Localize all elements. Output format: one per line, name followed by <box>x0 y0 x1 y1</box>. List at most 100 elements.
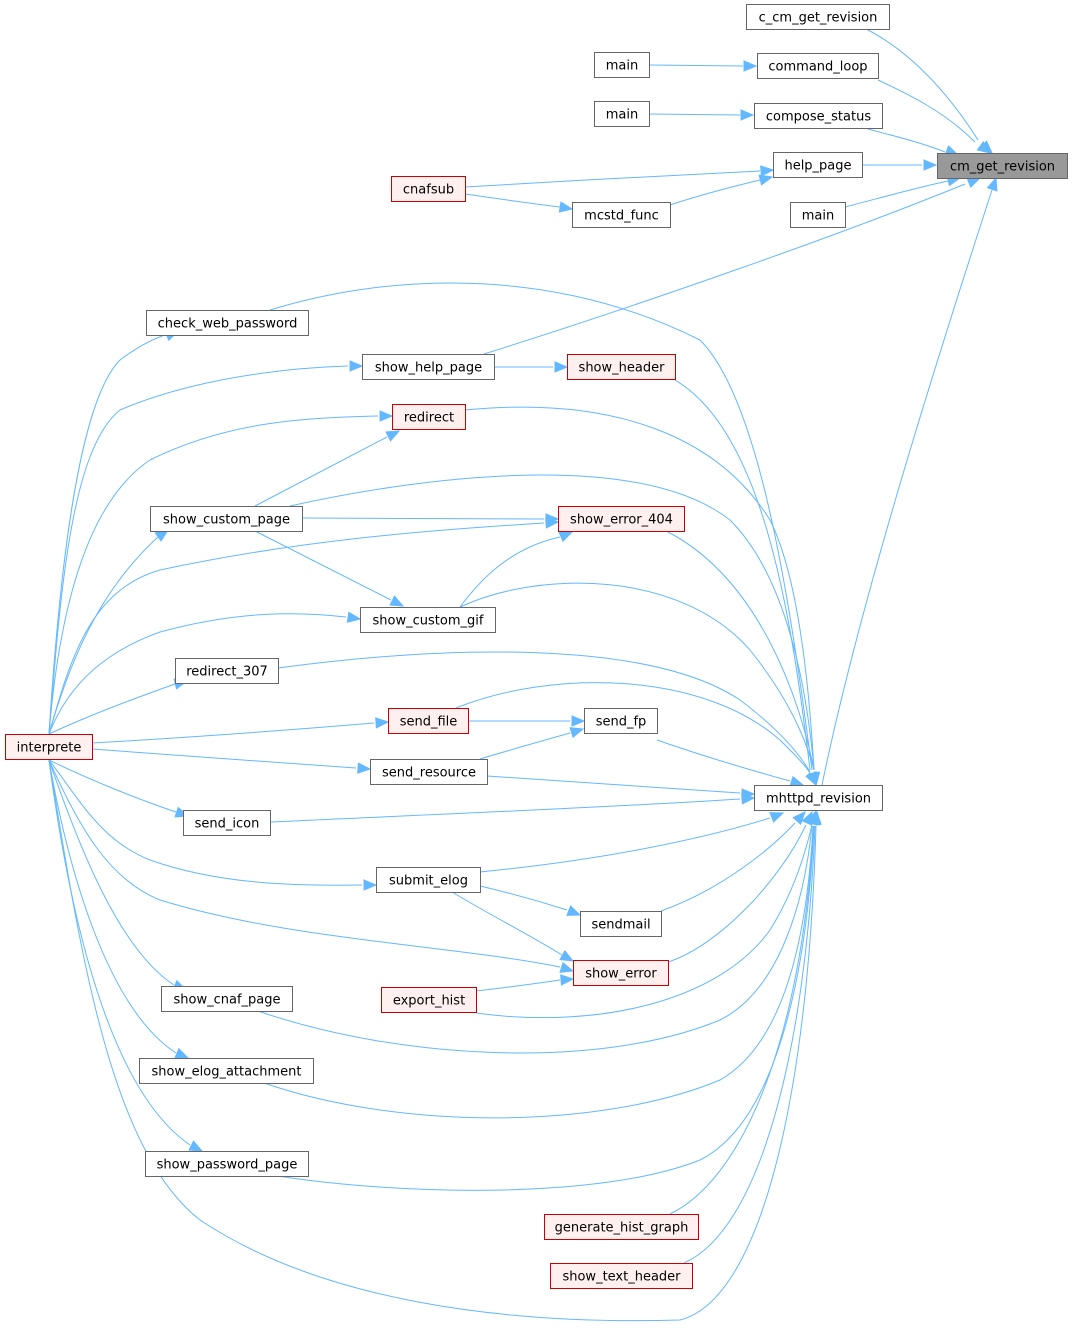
node-show-custom-page[interactable]: show_custom_page <box>150 506 303 532</box>
node-check-web-password[interactable]: check_web_password <box>146 310 309 336</box>
node-box <box>594 101 650 127</box>
node-label: redirect <box>404 411 454 426</box>
arrowhead-icon <box>569 727 585 739</box>
edge-send_file-to-mhttpd_revision <box>455 682 811 774</box>
node-main2[interactable]: main <box>594 101 650 127</box>
node-label: c_cm_get_revision <box>759 11 878 26</box>
edge-submit_elog-to-sendmail <box>479 885 568 911</box>
arrowhead-icon <box>741 793 756 805</box>
node-show-text-header[interactable]: show_text_header <box>550 1263 693 1289</box>
node-label: send_fp <box>596 715 647 730</box>
node-box <box>580 911 662 937</box>
node-box <box>183 810 271 836</box>
edge-interprete-to-show_error_404 <box>48 522 545 735</box>
node-help-page[interactable]: help_page <box>773 152 863 178</box>
node-label: send_icon <box>195 817 260 832</box>
node-show-custom-gif[interactable]: show_custom_gif <box>360 607 496 633</box>
arrowhead-icon <box>760 165 775 177</box>
node-main1[interactable]: main <box>594 52 650 78</box>
edge-submit_elog-to-show_error <box>451 891 563 956</box>
node-box <box>381 987 477 1013</box>
edge-interprete-to-show_custom_gif <box>48 613 347 735</box>
node-box <box>5 734 93 760</box>
node-box <box>388 708 469 734</box>
edge-main1-to-command_loop <box>648 64 744 67</box>
node-label: submit_elog <box>389 874 468 889</box>
edge-show_custom_gif-to-show_error_404 <box>459 536 561 608</box>
edge-interprete-to-send_resource <box>91 748 357 769</box>
node-c-cm-get-revision[interactable]: c_cm_get_revision <box>746 4 890 30</box>
node-show-error-404[interactable]: show_error_404 <box>558 506 685 532</box>
arrowhead-icon <box>558 531 574 543</box>
node-box <box>790 202 846 228</box>
edge-cnafsub-to-mcstd_func <box>464 193 561 208</box>
node-send-icon[interactable]: send_icon <box>183 810 271 836</box>
arrowhead-icon <box>743 60 758 72</box>
edge-main3-to-cm_get_revision <box>844 180 949 208</box>
node-label: send_resource <box>382 766 476 781</box>
edge-show_error_404-to-mhttpd_revision <box>667 531 815 771</box>
node-box <box>937 153 1068 179</box>
edge-show_custom_page-to-mhttpd_revision <box>289 474 815 771</box>
node-box <box>550 1263 693 1289</box>
call-graph-edges <box>48 28 993 1322</box>
node-redirect[interactable]: redirect <box>392 404 466 430</box>
edge-interprete-to-show_cnaf_page <box>48 759 175 986</box>
arrowhead-icon <box>792 811 806 826</box>
node-box <box>146 310 309 336</box>
node-box <box>150 506 303 532</box>
edge-show_help_page-to-cm_get_revision <box>483 183 966 355</box>
node-label: cnafsub <box>403 183 454 198</box>
edge-show_custom_page-to-redirect <box>254 436 388 507</box>
node-main3[interactable]: main <box>790 202 846 228</box>
node-command-loop[interactable]: command_loop <box>757 53 879 79</box>
arrowhead-icon <box>559 949 575 962</box>
edge-submit_elog-to-mhttpd_revision <box>479 817 771 873</box>
node-mcstd-func[interactable]: mcstd_func <box>572 202 671 228</box>
node-box <box>360 607 496 633</box>
node-show-help-page[interactable]: show_help_page <box>362 354 495 380</box>
node-show-header[interactable]: show_header <box>567 354 676 380</box>
arrowhead-icon <box>346 611 362 623</box>
node-box <box>392 404 466 430</box>
node-label: show_custom_page <box>163 513 290 528</box>
node-generate-hist-graph[interactable]: generate_hist_graph <box>544 1214 699 1240</box>
edge-export_hist-to-mhttpd_revision <box>475 824 813 1019</box>
node-send-resource[interactable]: send_resource <box>370 759 488 785</box>
node-show-cnaf-page[interactable]: show_cnaf_page <box>161 986 293 1012</box>
arrowhead-icon <box>363 879 378 891</box>
node-send-fp[interactable]: send_fp <box>584 708 658 734</box>
node-interprete[interactable]: interprete <box>5 734 93 760</box>
edge-send_fp-to-mhttpd_revision <box>656 739 791 782</box>
node-box <box>573 960 669 986</box>
node-box <box>544 1214 699 1240</box>
node-show-password-page[interactable]: show_password_page <box>145 1151 309 1177</box>
node-submit-elog[interactable]: submit_elog <box>376 867 481 893</box>
node-export-hist[interactable]: export_hist <box>381 987 477 1013</box>
node-label: sendmail <box>591 918 650 933</box>
edge-send_resource-to-send_fp <box>479 732 571 760</box>
edge-interprete-to-show_password_page <box>48 759 191 1146</box>
edge-show_custom_page-to-show_custom_gif <box>254 530 392 601</box>
node-compose-status[interactable]: compose_status <box>754 103 883 129</box>
arrowhead-icon <box>545 517 560 529</box>
edge-compose_status-to-cm_get_revision <box>867 128 946 153</box>
arrowhead-icon <box>789 775 805 787</box>
node-redirect-307[interactable]: redirect_307 <box>175 658 279 684</box>
node-send-file[interactable]: send_file <box>388 708 469 734</box>
node-label: command_loop <box>768 60 867 75</box>
node-cm-get-revision[interactable]: cm_get_revision <box>937 153 1068 179</box>
edge-interprete-to-show_custom_page <box>48 536 159 735</box>
node-cnafsub[interactable]: cnafsub <box>391 176 466 202</box>
arrowhead-icon <box>758 174 774 186</box>
node-show-elog-attachment[interactable]: show_elog_attachment <box>139 1058 314 1084</box>
node-show-error[interactable]: show_error <box>573 960 669 986</box>
node-label: show_text_header <box>562 1270 681 1285</box>
node-mhttpd-revision[interactable]: mhttpd_revision <box>754 785 883 811</box>
node-sendmail[interactable]: sendmail <box>580 911 662 937</box>
edge-interprete-to-mhttpd_revision <box>48 759 817 1322</box>
arrowhead-icon <box>740 109 755 121</box>
arrowhead-icon <box>349 360 364 372</box>
node-label: help_page <box>784 159 851 174</box>
